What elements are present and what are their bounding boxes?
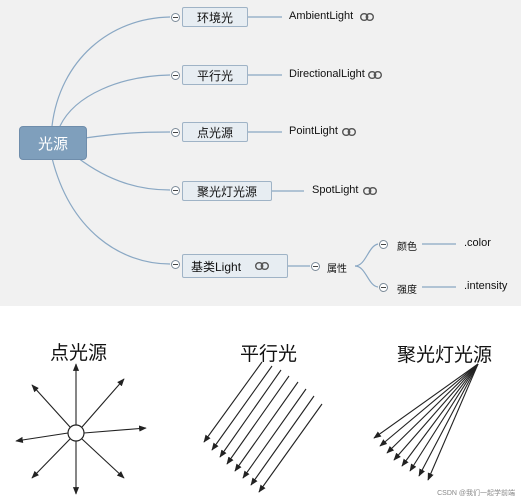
attr-intensity-value: .intensity <box>464 280 508 292</box>
node-label: 点光源 <box>196 125 233 140</box>
collapse-toggle-icon[interactable] <box>171 128 180 137</box>
directional-light-title: 平行光 <box>240 343 298 365</box>
root-node[interactable]: 光源 <box>19 126 87 160</box>
collapse-toggle-icon[interactable] <box>171 186 180 195</box>
leaf-point-light: PointLight <box>289 125 338 137</box>
link-icon[interactable] <box>360 13 374 21</box>
link-icon[interactable] <box>368 71 382 79</box>
node-label: 平行光 <box>196 68 233 83</box>
point-light-source <box>67 424 85 442</box>
collapse-toggle-icon[interactable] <box>311 262 320 271</box>
attr-label: 属性 <box>327 264 347 275</box>
node-label: 聚光灯光源 <box>196 184 257 199</box>
node-label: 基类Light <box>191 259 242 274</box>
watermark: CSDN @我们一起学前端 <box>437 490 515 497</box>
spot-light-rays <box>373 363 479 481</box>
attr-color-label: 颜色 <box>397 242 417 253</box>
collapse-toggle-icon[interactable] <box>171 71 180 80</box>
node-base-light[interactable]: 基类Light <box>182 254 288 278</box>
point-light-rays <box>15 363 147 495</box>
point-light-illustration <box>15 363 147 495</box>
leaf-ambient-light: AmbientLight <box>289 10 354 22</box>
attr-color-value: .color <box>464 237 491 249</box>
collapse-toggle-icon[interactable] <box>379 283 388 292</box>
node-point[interactable]: 点光源 <box>182 122 248 142</box>
leaf-directional-light: DirectionalLight <box>289 68 365 80</box>
link-icon[interactable] <box>255 262 269 270</box>
node-spot[interactable]: 聚光灯光源 <box>182 181 272 201</box>
link-icon[interactable] <box>363 187 377 195</box>
collapse-toggle-icon[interactable] <box>171 260 180 269</box>
directional-light-rays <box>203 361 323 493</box>
leaf-spot-light: SpotLight <box>312 184 359 196</box>
collapse-toggle-icon[interactable] <box>171 13 180 22</box>
link-icon[interactable] <box>342 128 356 136</box>
spot-light-title: 聚光灯光源 <box>397 344 493 366</box>
point-light-title: 点光源 <box>50 342 108 364</box>
collapse-toggle-icon[interactable] <box>379 240 388 249</box>
node-label: 环境光 <box>196 10 233 25</box>
mindmap-connectors <box>51 16 456 288</box>
attr-intensity-label: 强度 <box>397 285 417 296</box>
node-directional[interactable]: 平行光 <box>182 65 248 85</box>
node-ambient[interactable]: 环境光 <box>182 7 248 27</box>
